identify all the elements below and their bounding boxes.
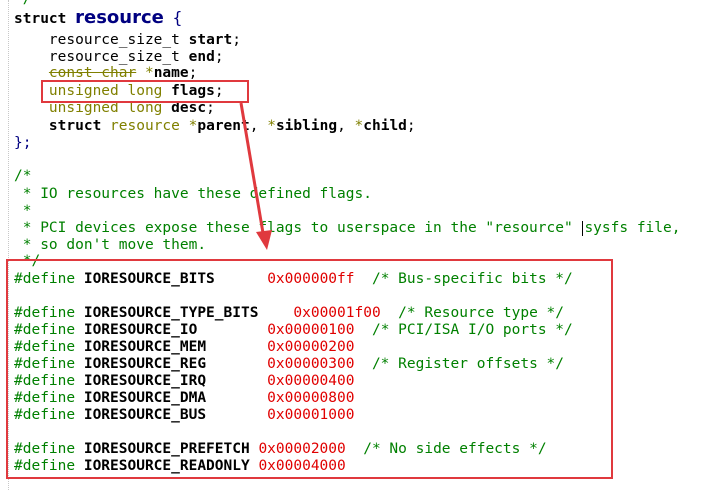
code-line-struct-decl: struct resource { [14, 7, 183, 28]
define-line: #define IORESOURCE_BITS 0x000000ff /* Bu… [14, 271, 573, 287]
struct-name: resource [75, 7, 164, 28]
code-line-field-flags: unsigned long flags; [48, 83, 224, 99]
code-line-comment-tail: */ [14, 0, 31, 8]
define-line: #define IORESOURCE_REG 0x00000300 /* Reg… [14, 356, 565, 372]
arrow-head [256, 230, 272, 250]
text-cursor [582, 220, 584, 236]
code-line-field-links: struct resource *parent, *sibling, *chil… [48, 118, 416, 134]
defines-highlight-box [6, 259, 613, 479]
code-line-field-name: const char *name; [48, 65, 198, 81]
code-line-comment-open: /* [14, 168, 32, 184]
define-line: #define IORESOURCE_BUS 0x00001000 [14, 407, 355, 423]
code-line-field-end: resource_size_t end; [48, 49, 224, 65]
define-line: #define IORESOURCE_READONLY 0x00004000 [14, 458, 346, 474]
arrow-shaft [239, 102, 265, 234]
struct-keyword: struct [14, 11, 67, 27]
fold-gutter [8, 0, 9, 490]
flags-highlight-box [41, 80, 249, 103]
code-line-field-desc: unsigned long desc; [48, 100, 215, 116]
define-line: #define IORESOURCE_IRQ 0x00000400 [14, 373, 355, 389]
define-line: #define IORESOURCE_IO 0x00000100 /* PCI/… [14, 322, 573, 338]
code-line-struct-close: }; [14, 135, 32, 151]
define-line: #define IORESOURCE_TYPE_BITS 0x00001f00 … [14, 305, 565, 321]
code-line-field-start: resource_size_t start; [48, 32, 241, 48]
code-line-comment-1: * IO resources have these defined flags. [14, 186, 372, 202]
code-line-comment-2: * [14, 203, 32, 219]
define-line: #define IORESOURCE_PREFETCH 0x00002000 /… [14, 441, 547, 457]
code-line-comment-close: */ [14, 253, 41, 269]
define-line: #define IORESOURCE_DMA 0x00000800 [14, 390, 355, 406]
code-line-comment-4: * so don't move them. [14, 237, 207, 253]
define-line: #define IORESOURCE_MEM 0x00000200 [14, 339, 355, 355]
